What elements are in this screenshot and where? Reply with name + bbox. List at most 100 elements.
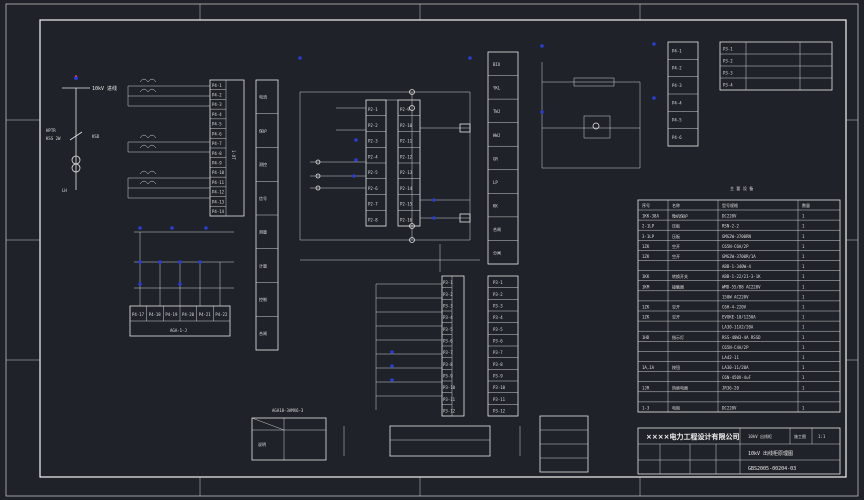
terminal-left-row: P4-2 xyxy=(212,93,222,98)
right-aux-nodes xyxy=(540,42,656,130)
material-cell: 1JR xyxy=(642,385,650,390)
material-cell: LA30-11/20A xyxy=(722,365,749,370)
mid-top-row: 分闸 xyxy=(493,250,501,256)
material-cell: 2-1LP xyxy=(642,224,655,229)
material-cell: 1ZK xyxy=(642,304,650,309)
material-cell: 1 xyxy=(802,294,805,299)
lower-relay-row: P3-6 xyxy=(443,339,453,344)
right-top-row: P4-1 xyxy=(672,48,682,53)
terminal-left-row: P4-5 xyxy=(212,122,222,127)
material-cell: JR36-20 xyxy=(722,385,739,390)
material-cell: 空开 xyxy=(672,253,680,259)
small-table-row: P3-3 xyxy=(723,70,733,75)
material-cell: 1 xyxy=(802,375,805,380)
lower-relay-row: P3-4 xyxy=(443,315,453,320)
main-label-4: HPTR xyxy=(46,128,56,133)
relay-col-1-item: 信号 xyxy=(259,195,267,201)
material-cell: C65N-C6A/2P xyxy=(722,244,749,249)
relay-top-row: P2-4 xyxy=(368,154,378,159)
lower-relay-row: P3-8 xyxy=(443,362,453,367)
material-cell: 压板 xyxy=(672,223,680,229)
material-cell: C6N-450V-4uF xyxy=(722,375,751,380)
material-cell: 1A,1A xyxy=(642,365,655,370)
bottom-left-table-header: AGA-1-J xyxy=(170,328,187,333)
material-cell: 1KK-38A xyxy=(642,214,659,219)
legend-box: AGA18-3AMX6-3 说明 xyxy=(251,408,327,461)
bus-node-dot xyxy=(75,75,77,77)
material-cell: 热继电器 xyxy=(672,384,688,390)
lower-relay-row: P3-5 xyxy=(443,327,453,332)
material-header-cell: 型号规格 xyxy=(722,202,738,208)
material-cell: 指示灯 xyxy=(672,334,684,340)
material-cell: 1KK xyxy=(642,274,650,279)
material-cell: 1 xyxy=(802,345,805,350)
lower-relay-row: P3-9 xyxy=(443,374,453,379)
relay-top-row: P2-15 xyxy=(400,202,413,207)
right-aux-circuit xyxy=(541,62,641,169)
drawing-name: 10kV 出线柜原理图 xyxy=(748,450,793,457)
relay-top-row: P2-1 xyxy=(368,107,378,112)
terminal-strip-left: 1-XT P4-1P4-2P4-3P4-4P4-5P4-6P4-7P4-8P4-… xyxy=(209,79,245,217)
lower-relay-row: P3-3 xyxy=(443,304,453,309)
zone-markers xyxy=(6,4,858,496)
material-cell: 空开 xyxy=(672,314,680,320)
bottom-left-cell: P4-18 xyxy=(149,312,162,317)
mid-top-row: LP xyxy=(493,180,498,185)
material-cell: 1 xyxy=(802,315,805,320)
material-cell: 空开 xyxy=(672,243,680,249)
material-cell: DC220V xyxy=(722,405,737,410)
material-cell: GMG2W-3700RN xyxy=(722,234,751,239)
material-header-cell: 名称 xyxy=(672,202,680,208)
lower-relay-row: P3-1 xyxy=(443,280,453,285)
stage-label: 施工图 xyxy=(794,433,806,439)
terminal-left-row: P4-11 xyxy=(212,180,225,185)
relay-top-row: P2-7 xyxy=(368,202,378,207)
material-cell: 1 xyxy=(802,234,805,239)
terminal-left-row: P4-6 xyxy=(212,131,222,136)
drawing-number: GBS2005-00204-03 xyxy=(748,466,796,472)
material-cell: 转换开关 xyxy=(672,273,688,279)
right-top-block: P4-1P4-2P4-3P4-4P4-5P4-6 xyxy=(667,41,699,147)
right-top-row: P4-4 xyxy=(672,100,682,105)
relay-col-1-item: 电流 xyxy=(259,94,267,100)
mid-bottom-row: P3-9 xyxy=(493,374,503,379)
terminal-left-row: P4-9 xyxy=(212,161,222,166)
material-cell: 1ZK xyxy=(642,315,650,320)
relay-nodes xyxy=(315,89,471,243)
small-table-row: P3-1 xyxy=(723,46,733,51)
drawing-frame xyxy=(39,19,847,478)
material-cell: RSS-40W3-4A RSSD xyxy=(722,335,761,340)
material-cell: 1-3 xyxy=(642,405,650,410)
lower-relay-block: P3-1P3-2P3-3P3-4P3-5P3-6P3-7P3-8P3-9P3-1… xyxy=(441,275,465,417)
right-top-row: P4-6 xyxy=(672,135,682,140)
scale-label: 1:1 xyxy=(818,434,826,439)
material-cell: EVOKE-10/1250A xyxy=(722,315,756,320)
bus-node-marker xyxy=(74,76,78,80)
material-cell: 1 xyxy=(802,405,805,410)
lower-relay-row: P3-7 xyxy=(443,350,453,355)
terminal-left-row: P4-1 xyxy=(212,83,222,88)
material-cell: 空开 xyxy=(672,303,680,309)
main-circuit-left: 10kV 进线 KSD LH HPTR KSS 2W xyxy=(46,75,117,193)
material-table-title: 主 要 设 备 xyxy=(730,185,753,191)
lower-wiring xyxy=(375,283,442,410)
material-cell: 接触器 xyxy=(672,283,684,289)
material-cell: 1HD xyxy=(642,335,650,340)
relay-wiring xyxy=(299,91,480,272)
bottom-left-cell: P4-20 xyxy=(182,312,195,317)
terminal-left-row: P4-7 xyxy=(212,141,222,146)
material-cell: 1 xyxy=(802,274,805,279)
material-cell: 1 xyxy=(802,335,805,340)
small-table: P3-1P3-2P3-3P3-4 xyxy=(719,41,833,91)
mid-bottom-row: P3-2 xyxy=(493,292,503,297)
blue-markers-lower xyxy=(390,350,394,382)
relay-top-row: P2-16 xyxy=(400,217,413,222)
ct-wiring xyxy=(127,78,210,199)
terminal-left-row: P4-8 xyxy=(212,151,222,156)
material-cell: 按钮 xyxy=(672,364,680,370)
material-cell: 3-1LP xyxy=(642,234,655,239)
mid-top-row: YKL xyxy=(493,86,501,91)
mid-top-row: GR xyxy=(493,156,498,161)
